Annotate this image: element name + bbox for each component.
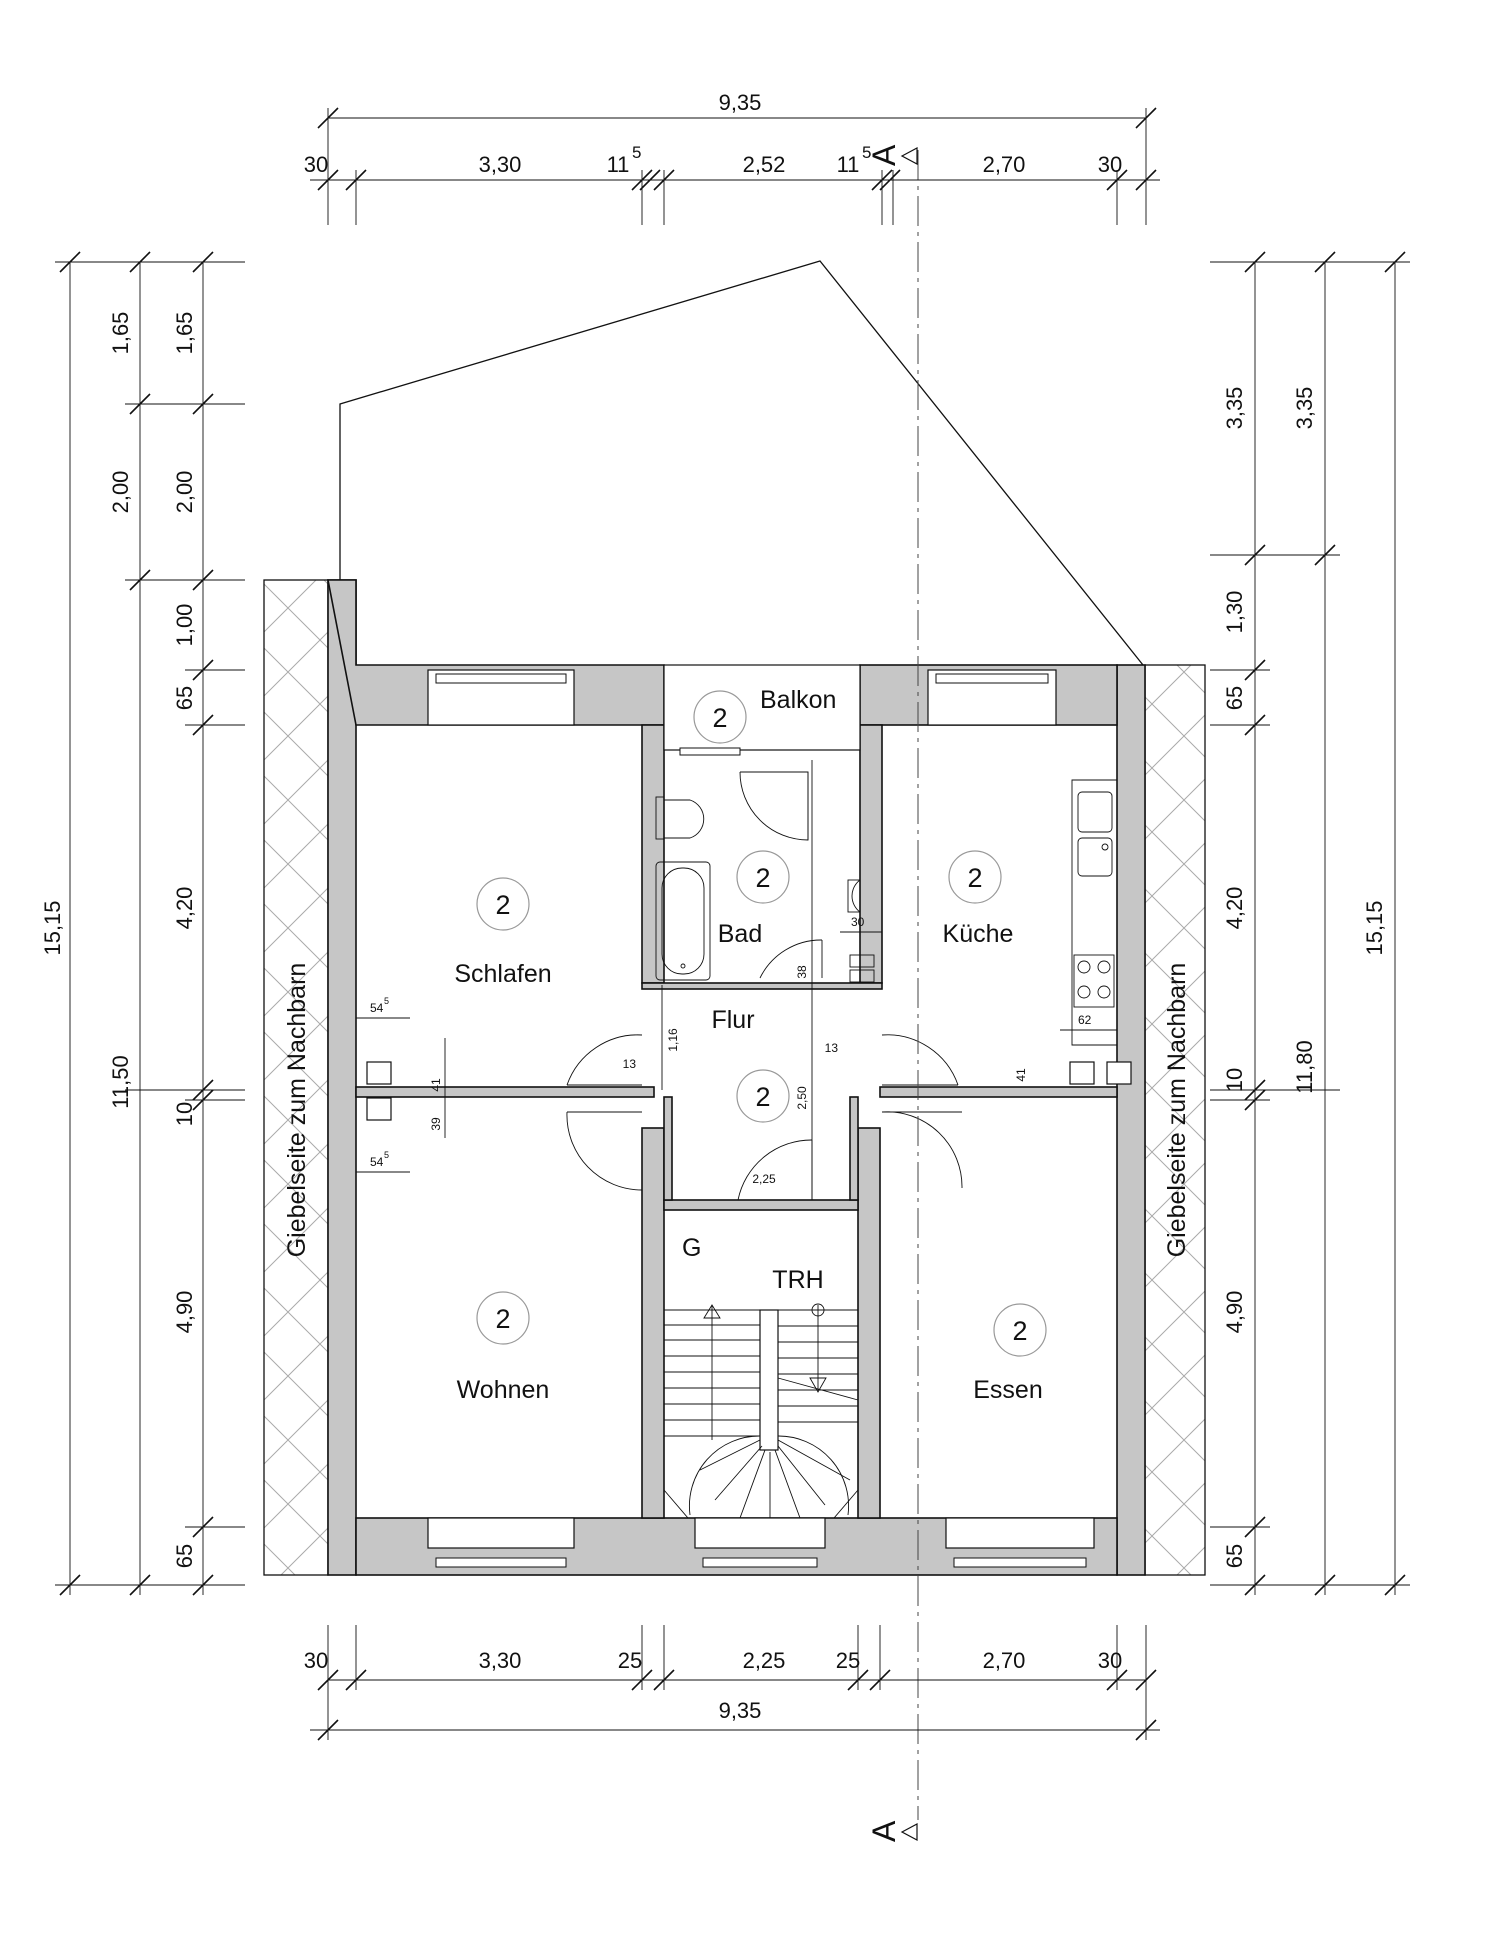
svg-text:25: 25 — [618, 1648, 642, 1673]
room-label-g: G — [682, 1234, 701, 1262]
svg-text:30: 30 — [1098, 152, 1122, 177]
svg-text:2,25: 2,25 — [752, 1172, 776, 1186]
section-marker-bottom: A — [866, 1820, 918, 1842]
svg-text:38: 38 — [795, 965, 809, 979]
svg-text:13: 13 — [825, 1041, 839, 1055]
room-label-kueche: Küche — [943, 920, 1014, 948]
svg-text:30: 30 — [304, 152, 328, 177]
svg-text:41: 41 — [429, 1078, 443, 1092]
svg-text:1,65: 1,65 — [172, 312, 197, 355]
svg-text:3,30: 3,30 — [479, 152, 522, 177]
svg-text:2,00: 2,00 — [108, 471, 133, 514]
svg-text:1,30: 1,30 — [1222, 591, 1247, 634]
room-number-kueche: 2 — [967, 863, 982, 893]
svg-text:4,90: 4,90 — [1222, 1291, 1247, 1334]
svg-text:2,25: 2,25 — [743, 1648, 786, 1673]
dimensions-right: 3,35 1,30 65 4,20 10 4,90 65 3,35 11,80 … — [1222, 387, 1387, 1569]
svg-text:10: 10 — [172, 1102, 197, 1126]
svg-text:11: 11 — [837, 152, 860, 177]
room-number-wohnen: 2 — [495, 1304, 510, 1334]
staircase — [663, 1303, 859, 1519]
dim-top-overall: 9,35 — [719, 90, 762, 115]
room-number-bad: 2 — [755, 863, 770, 893]
room-labels: 2 Balkon 2 Schlafen 2 Bad 2 Küche Flur 2… — [454, 686, 1047, 1404]
balcony-outline — [339, 260, 1144, 666]
svg-text:15,15: 15,15 — [40, 900, 65, 955]
neighbor-label-right: Giebelseite zum Nachbarn — [1163, 963, 1191, 1258]
svg-text:3,35: 3,35 — [1222, 387, 1247, 430]
svg-text:4,90: 4,90 — [172, 1291, 197, 1334]
svg-text:5: 5 — [384, 1150, 389, 1160]
dim-bottom-overall: 9,35 — [719, 1698, 762, 1723]
svg-text:41: 41 — [1014, 1068, 1028, 1082]
svg-text:39: 39 — [429, 1117, 443, 1131]
svg-text:11,50: 11,50 — [108, 1055, 133, 1108]
dimensions-interior: 54 5 54 5 41 39 13 1,16 38 2,50 2,25 30 … — [356, 760, 1117, 1200]
svg-text:30: 30 — [1098, 1648, 1122, 1673]
neighbor-strip-right — [1144, 664, 1206, 1576]
svg-text:1,65: 1,65 — [108, 312, 133, 355]
svg-text:25: 25 — [836, 1648, 860, 1673]
room-label-bad: Bad — [718, 920, 762, 948]
svg-text:54: 54 — [370, 1155, 384, 1169]
svg-text:2,52: 2,52 — [743, 152, 786, 177]
svg-text:3,30: 3,30 — [479, 1648, 522, 1673]
room-number-essen: 2 — [1012, 1316, 1027, 1346]
shafts — [366, 1061, 1132, 1121]
svg-text:54: 54 — [370, 1001, 384, 1015]
svg-text:65: 65 — [1222, 1544, 1247, 1568]
section-marker-top: A — [866, 144, 918, 166]
dimension-ticks — [59, 107, 1406, 1741]
svg-text:1,00: 1,00 — [172, 604, 197, 647]
room-label-balkon: Balkon — [760, 686, 836, 714]
svg-text:11: 11 — [607, 152, 630, 177]
fixtures — [655, 779, 1117, 1046]
svg-text:5: 5 — [632, 143, 641, 162]
windows — [427, 664, 1095, 1568]
svg-text:A: A — [866, 144, 902, 166]
svg-text:30: 30 — [304, 1648, 328, 1673]
room-number-flur: 2 — [755, 1082, 770, 1112]
svg-text:4,20: 4,20 — [172, 887, 197, 930]
svg-text:5: 5 — [862, 143, 871, 162]
room-label-schlafen: Schlafen — [454, 960, 551, 988]
svg-text:13: 13 — [623, 1057, 637, 1071]
svg-text:2,00: 2,00 — [172, 471, 197, 514]
svg-text:A: A — [866, 1820, 902, 1842]
svg-text:4,20: 4,20 — [1222, 887, 1247, 930]
room-label-essen: Essen — [973, 1376, 1042, 1404]
svg-text:5: 5 — [384, 996, 389, 1006]
dimensions-left: 15,15 1,65 2,00 11,50 1,65 2,00 1,00 65 … — [40, 312, 197, 1569]
svg-text:15,15: 15,15 — [1362, 900, 1387, 955]
svg-text:62: 62 — [1078, 1013, 1092, 1027]
svg-text:1,16: 1,16 — [666, 1028, 680, 1052]
svg-text:30: 30 — [851, 915, 865, 929]
svg-text:65: 65 — [1222, 686, 1247, 710]
svg-text:10: 10 — [1222, 1068, 1247, 1092]
room-number-schlafen: 2 — [495, 890, 510, 920]
svg-text:3,35: 3,35 — [1292, 387, 1317, 430]
svg-text:65: 65 — [172, 686, 197, 710]
svg-text:2,70: 2,70 — [983, 152, 1026, 177]
neighbor-label-left: Giebelseite zum Nachbarn — [283, 963, 311, 1258]
doors — [566, 771, 963, 1201]
svg-text:2,50: 2,50 — [795, 1086, 809, 1110]
room-number-balkon: 2 — [712, 703, 727, 733]
room-label-flur: Flur — [711, 1006, 754, 1034]
svg-text:2,70: 2,70 — [983, 1648, 1026, 1673]
svg-text:11,80: 11,80 — [1292, 1040, 1317, 1093]
dimensions-bottom: 30 3,30 25 2,25 25 2,70 30 9,35 — [304, 1648, 1122, 1723]
neighbor-strip-left — [263, 579, 329, 1576]
svg-text:65: 65 — [172, 1544, 197, 1568]
room-label-wohnen: Wohnen — [457, 1376, 550, 1404]
dimensions-top: 9,35 30 3,30 11 5 2,52 11 5 2,70 30 — [304, 90, 1122, 177]
room-label-trh: TRH — [772, 1266, 823, 1294]
